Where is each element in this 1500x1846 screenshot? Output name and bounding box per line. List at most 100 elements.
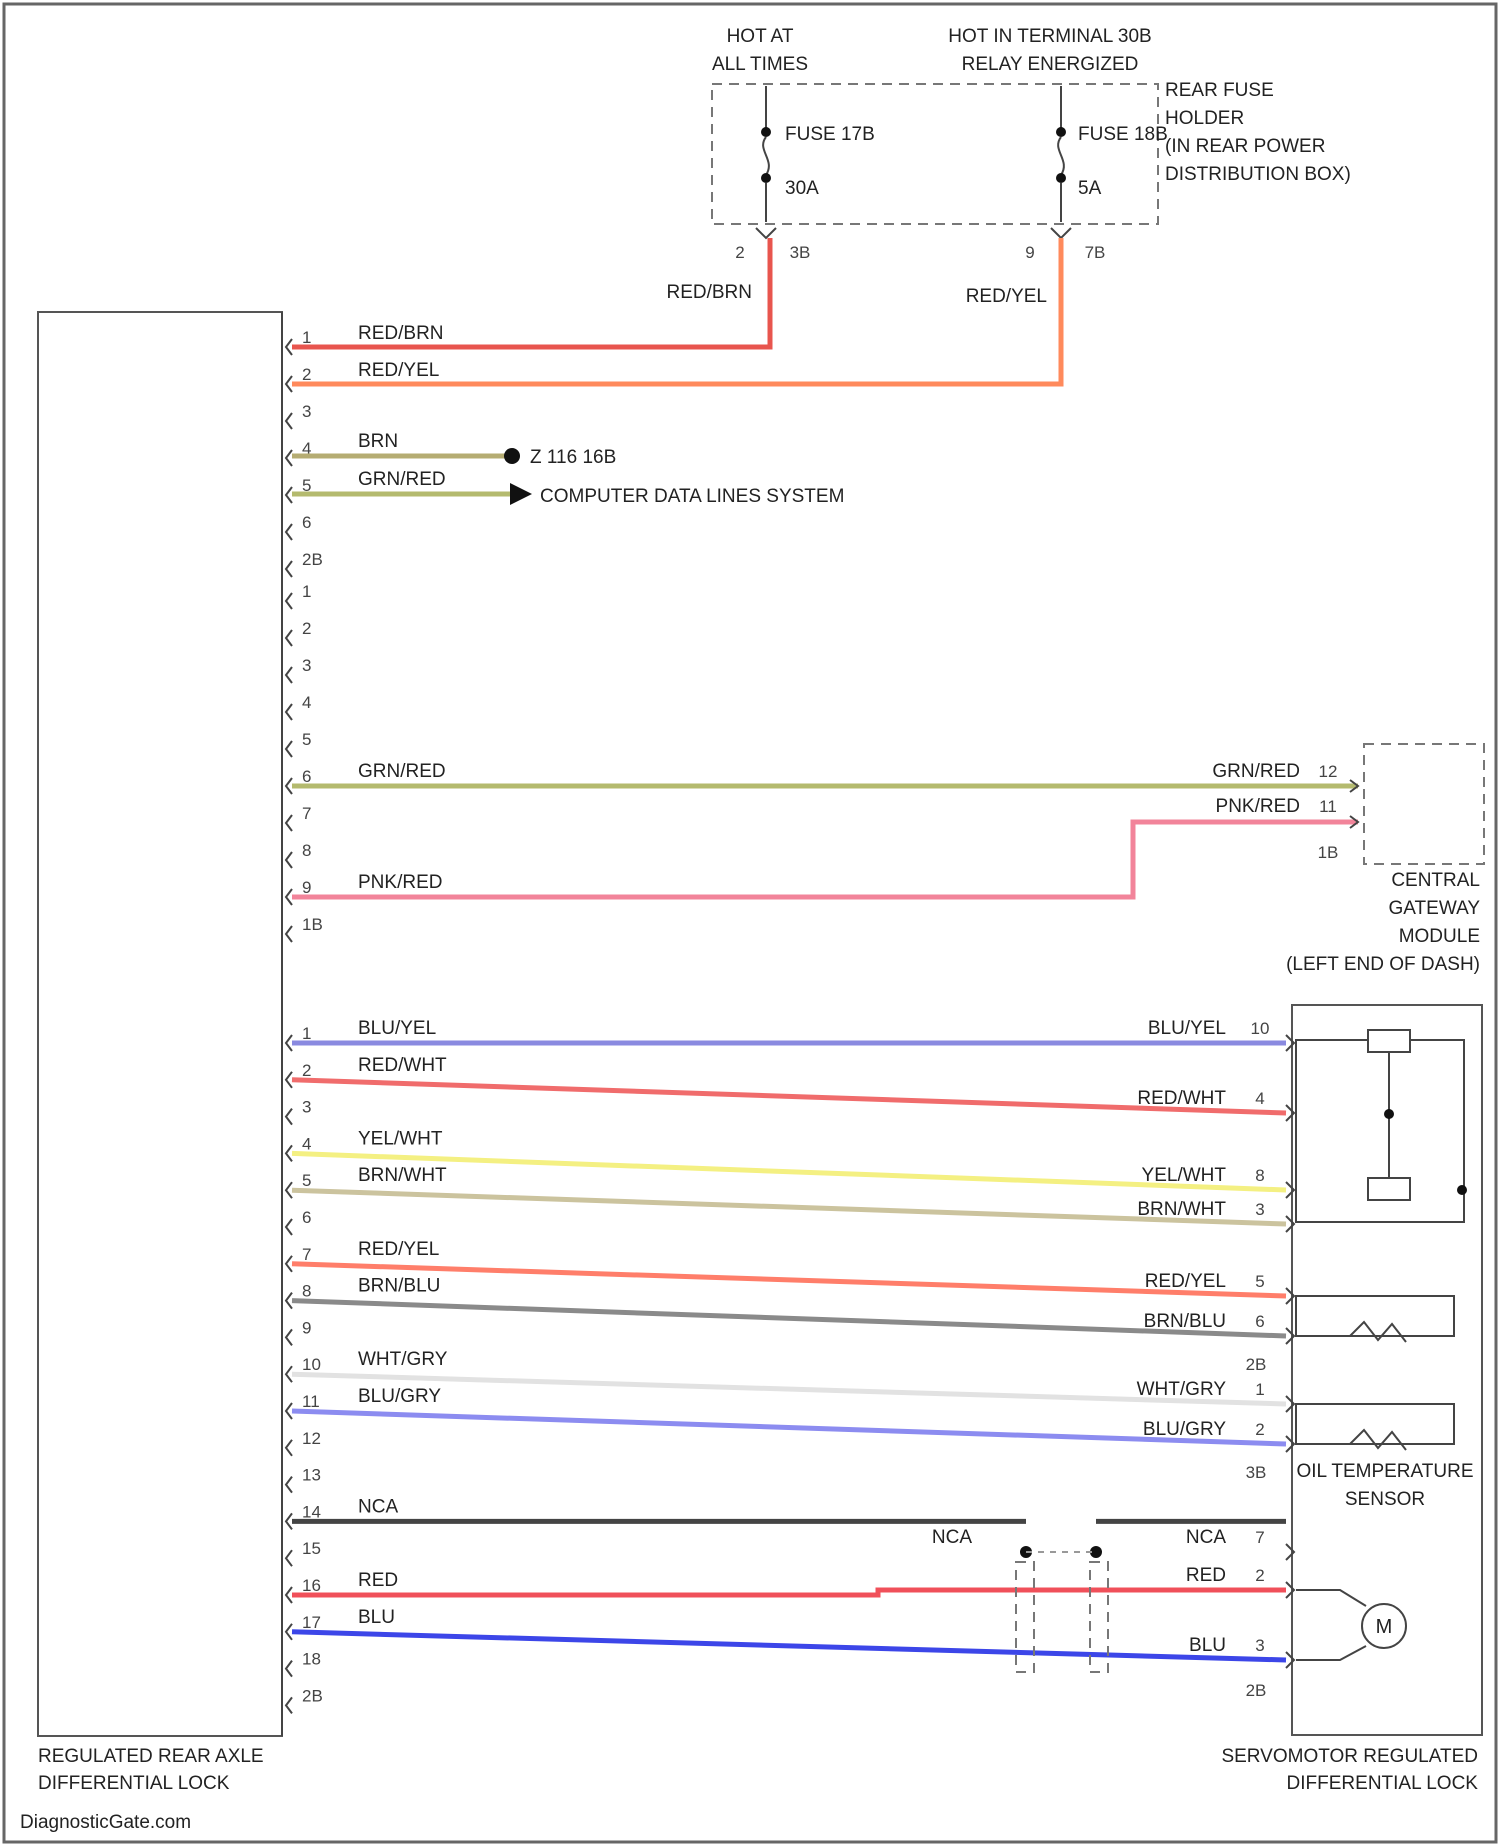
connector-a-pin: 1	[302, 328, 311, 347]
wire-c-end-pin: 8	[1255, 1166, 1264, 1185]
gateway-label-4: (LEFT END OF DASH)	[1286, 954, 1480, 975]
connector-a-pin: 2B	[302, 550, 323, 569]
drop-b-color-label: RED/YEL	[966, 286, 1047, 307]
wire-c-end-label: WHT/GRY	[1137, 1379, 1227, 1400]
arrow-linbus	[510, 483, 532, 505]
wire-c-end-label: BLU	[1189, 1635, 1226, 1656]
main-module-label-2: DIFFERENTIAL LOCK	[38, 1773, 230, 1794]
connector-b-pin: 3	[302, 656, 311, 675]
hot-in-terminal-label-2: RELAY ENERGIZED	[962, 54, 1139, 75]
wire-c-label: BRN/WHT	[358, 1165, 447, 1186]
connector-c-pin: 11	[302, 1392, 320, 1411]
position-resistor-bottom	[1368, 1178, 1410, 1200]
right-pin-2b-bottom: 2B	[1246, 1681, 1267, 1700]
wire-c-label: BLU	[358, 1607, 395, 1628]
z116-label: Z 116 16B	[530, 447, 616, 468]
connector-b-mark	[286, 630, 292, 646]
connector-c-pin: 9	[302, 1318, 311, 1337]
right-pin-2b: 2B	[1246, 1355, 1267, 1374]
nca-mid-label: NCA	[932, 1527, 972, 1548]
hot-at-all-times-label-2: ALL TIMES	[712, 54, 808, 75]
connector-c-mark	[286, 1293, 292, 1309]
connector-c-mark	[286, 1440, 292, 1456]
main-module-label-1: REGULATED REAR AXLE	[38, 1746, 264, 1767]
connector-c-mark	[286, 1072, 292, 1088]
fuse-holder-label-3: (IN REAR POWER	[1165, 136, 1325, 157]
connector-c-mark	[286, 1587, 292, 1603]
fuse-a-rating: 30A	[785, 178, 819, 199]
connector-b-pin: 1B	[302, 915, 323, 934]
connector-a-mark	[286, 413, 292, 429]
connector-b-pin: 5	[302, 730, 311, 749]
wire-c-end-label: BRN/WHT	[1137, 1199, 1226, 1220]
wire-a2-label: RED/YEL	[358, 360, 439, 381]
wire-blu-gry	[292, 1411, 1286, 1444]
connector-c-pin: 4	[302, 1134, 311, 1153]
fuse-a-node-top	[761, 127, 771, 137]
wire-c-end-pin: 4	[1255, 1089, 1264, 1108]
connector-c-mark	[286, 1624, 292, 1640]
fuse-holder-label-4: DISTRIBUTION BOX)	[1165, 164, 1351, 185]
hot-in-terminal-label: HOT IN TERMINAL 30B	[948, 26, 1151, 47]
gateway-label-2: GATEWAY	[1389, 898, 1481, 919]
right-pin-3b: 3B	[1246, 1463, 1267, 1482]
connector-c-mark	[286, 1329, 292, 1345]
connector-b-mark	[286, 852, 292, 868]
wire-a1-label: RED/BRN	[358, 323, 444, 344]
connector-a-pin: 3	[302, 402, 311, 421]
fuse-a-connector-mark	[756, 228, 776, 238]
connector-c-pin: 2	[302, 1061, 311, 1080]
wire-red	[292, 1590, 1286, 1595]
connector-c-pin: 2B	[302, 1686, 323, 1705]
splice-z116	[504, 448, 520, 464]
oil-sensor-label-1: OIL TEMPERATURE	[1296, 1461, 1473, 1482]
wire-c-label: BLU/GRY	[358, 1386, 441, 1407]
connector-c-pin: 8	[302, 1282, 311, 1301]
connector-b-pin: 9	[302, 878, 311, 897]
connector-b-mark	[286, 667, 292, 683]
servomotor-label-1: SERVOMOTOR REGULATED	[1221, 1746, 1478, 1767]
connector-b-mark	[286, 778, 292, 794]
fuse-a-pin-right: 3B	[790, 243, 811, 262]
wire-c-end-label: BRN/BLU	[1144, 1311, 1226, 1332]
connector-b-pin: 7	[302, 804, 311, 823]
wire-c-end-label: NCA	[1186, 1527, 1226, 1548]
temperature-sensor-symbol	[1350, 1430, 1406, 1450]
fuse-b-symbol	[1058, 137, 1064, 175]
gateway-pin-1b: 1B	[1318, 843, 1339, 862]
wire-c-end-pin: 3	[1255, 1200, 1264, 1219]
connector-c-mark	[286, 1513, 292, 1529]
nca-shield-left	[1016, 1562, 1034, 1672]
fuse-a-node-bottom	[761, 173, 771, 183]
motor-lead-bottom	[1296, 1646, 1366, 1660]
connector-b-pin: 4	[302, 693, 311, 712]
fuse-holder-label-1: REAR FUSE	[1165, 80, 1274, 101]
wire-c-label: NCA	[358, 1496, 398, 1517]
fuse-b-pin-left: 9	[1025, 243, 1034, 262]
wire-c-label: RED/WHT	[358, 1055, 447, 1076]
connector-a-mark	[286, 561, 292, 577]
connector-b-pin: 8	[302, 841, 311, 860]
fuse-b-connector-mark	[1051, 228, 1071, 238]
wire-pnk-red	[292, 822, 1358, 897]
wire-c-end-pin: 7	[1255, 1528, 1264, 1547]
position-resistor-top	[1368, 1030, 1410, 1052]
connector-a-pins: 1234562B	[286, 328, 323, 577]
fuse-a-symbol	[763, 137, 769, 175]
connector-c-pin: 7	[302, 1245, 311, 1264]
fuse-b-rating: 5A	[1078, 178, 1102, 199]
wire-c-label: YEL/WHT	[358, 1128, 443, 1149]
connector-b-mark	[286, 815, 292, 831]
connector-c-mark	[286, 1661, 292, 1677]
wire-c-end-pin: 2	[1255, 1420, 1264, 1439]
wire-c-end-label: BLU/GRY	[1143, 1419, 1226, 1440]
wire-c-end-pin: 5	[1255, 1272, 1264, 1291]
connector-c-mark	[286, 1182, 292, 1198]
connector-c-mark	[286, 1550, 292, 1566]
connector-b-mark	[286, 741, 292, 757]
wire-a5-label: GRN/RED	[358, 469, 446, 490]
connector-b-pin: 2	[302, 619, 311, 638]
connector-b-pin: 1	[302, 582, 311, 601]
